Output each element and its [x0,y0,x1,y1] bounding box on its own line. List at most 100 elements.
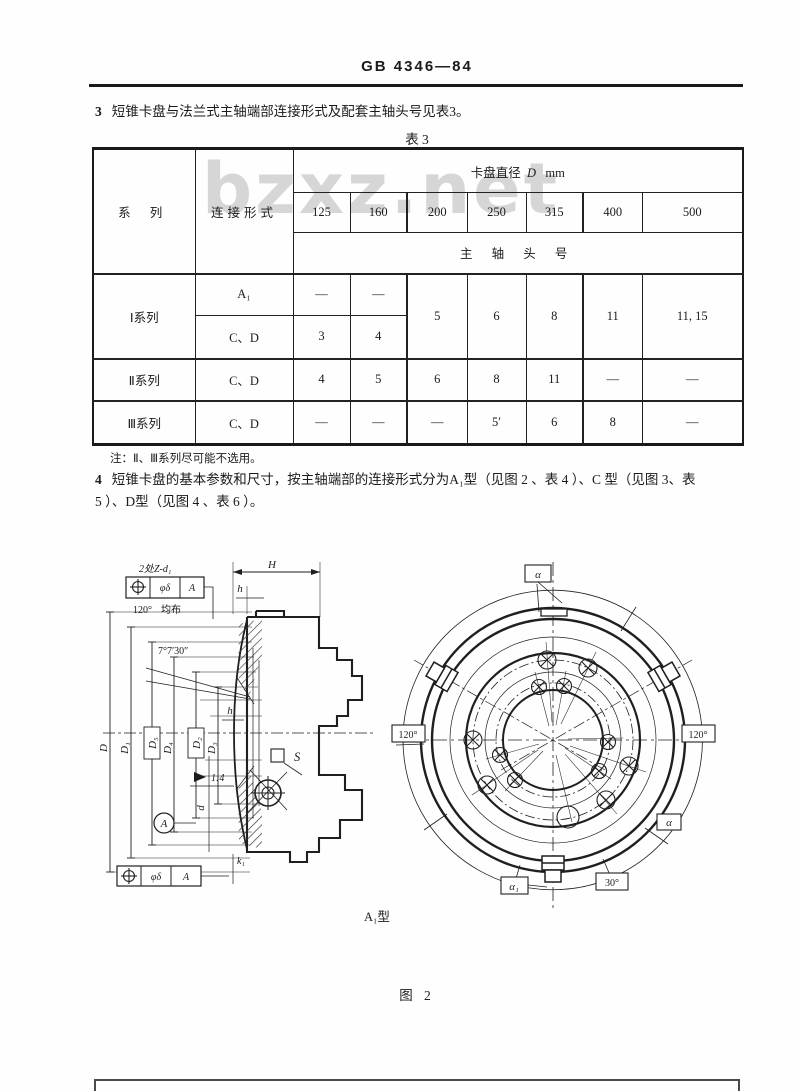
datum-a-symbol: A [153,812,196,834]
boxed-dim-frame [143,726,161,760]
dim-D4-label: D₄ [162,742,174,755]
diameter-symbol: D [526,165,536,180]
angle-label-boxes: α 120° 120° α 30° α₁ [391,564,716,895]
bolt-icon [424,661,460,693]
conn-cd: C、D [194,315,294,359]
cell: 11 [582,272,643,359]
cell: 8 [582,399,643,445]
spacing-text-label: 均布 [161,604,181,616]
front-view: α 120° 120° α 30° α₁ [391,562,716,908]
col-125: 125 [292,192,351,233]
series-2: Ⅱ系列 [92,357,196,401]
boxed-dim-frame [187,727,205,759]
bolt-circle [472,659,634,821]
holes-note-label: 2处Z-d₁ [139,563,171,575]
conn-a1: A₁ [194,272,294,316]
rim-bolts [424,661,682,883]
cell: 8 [525,272,584,359]
figure-caption: 图 2 [399,988,435,1003]
cell: — [349,399,408,445]
cell: — [349,272,408,316]
hatch-upper [238,619,262,700]
hole [578,658,598,678]
datum-a-label: A [160,818,168,830]
cell: 5 [406,272,468,359]
cell: 6 [525,399,584,445]
header-series: 系 列 [92,148,196,274]
diameter-labels: D D₁ D₅ D₄ D₂ D₃ d [98,726,218,811]
fcf-bottom-datum: A [182,872,190,883]
fcf-top: 2处Z-d₁ φδ A 120° 均布 [125,563,214,619]
fcf-bottom-tolerance: φδ [151,872,162,883]
alpha-side-label: α [666,817,672,829]
position-symbol-icon [121,868,137,884]
cone-angle-label: 7°7′30″ [158,646,188,657]
fcf-bottom: φδ A [116,865,229,887]
fcf-top-tolerance: φδ [160,583,171,594]
bolt-holes [463,650,639,829]
cell: 5 [349,357,408,401]
hole [491,746,509,764]
fcf-top-datum: A [188,583,196,594]
header-diameter: 卡盘直径 D mm [292,148,744,193]
connection-label: 连接形式 [210,205,277,220]
col-315: 315 [525,192,584,233]
taper-label: 1:4 [211,773,224,784]
section-view: D D₁ D₅ D₄ D₂ D₃ d [98,559,374,887]
radial-lines [471,641,647,823]
col-250: 250 [466,192,527,233]
datum-target-symbol [251,776,285,810]
cell: C、D [194,399,294,445]
col-160: 160 [349,192,408,233]
spindle-label: 主 轴 头 号 [460,247,576,262]
cell: — [292,272,351,316]
hole [463,730,483,750]
cell: 4 [292,357,351,401]
bolt-icon [541,855,565,883]
cell: 6 [466,272,527,359]
dimension-arcs [395,581,703,893]
dim-D-label: D [98,744,110,753]
hole [537,650,557,670]
dim-D5-label: D₅ [147,737,159,750]
hole [530,678,548,696]
angle-120-right-label: 120° [689,730,708,741]
cell: — [641,399,744,445]
clause-text: 短锥卡盘与法兰式主轴端部连接形式及配套主轴头号见表3。 [111,104,470,119]
cell: 11 [525,357,584,401]
dim-k1-label: k₁ [237,856,245,867]
hole [596,790,616,810]
diameter-label: 卡盘直径 [470,165,521,180]
table-row: Ⅲ系列 C、D — — — 5′ 6 8 — [92,399,744,445]
angle-30-label: 30° [605,878,619,889]
clause-number: 4 [95,472,102,487]
cell: — [641,357,744,401]
dim-D2-label: D₂ [191,737,203,750]
series-label: 系 列 [118,205,171,220]
square-s-label: S [294,750,301,764]
series-3: Ⅲ系列 [92,399,196,445]
cell: — [582,357,643,401]
chuck-body-outline [245,609,364,864]
cell: — [406,399,468,445]
table-row: Ⅰ系列 A₁ — — 5 6 8 11 11, 15 [92,272,744,359]
clause-number: 3 [95,104,102,119]
cell: 5′ [466,399,527,445]
hole [477,775,497,795]
bolt-icon [646,661,682,693]
top-flat-pad [540,608,568,617]
hole [506,771,524,789]
table-note: 注：Ⅱ、Ⅲ系列尽可能不选用。 [110,453,262,465]
cell: 11, 15 [641,272,744,359]
cell: 3 [292,315,351,359]
paragraph-3: 3 短锥卡盘与法兰式主轴端部连接形式及配套主轴头号见表3。 [95,101,755,123]
table-row: Ⅱ系列 C、D 4 5 6 8 11 — — [92,357,744,401]
type-a1-caption: A₁型 [364,910,390,924]
diameter-unit: mm [545,165,565,180]
footer-frame [94,1079,740,1091]
cell: C、D [194,357,294,401]
cell: 4 [349,315,408,359]
doc-number: GB 4346—84 [361,58,473,75]
hole [590,762,608,780]
